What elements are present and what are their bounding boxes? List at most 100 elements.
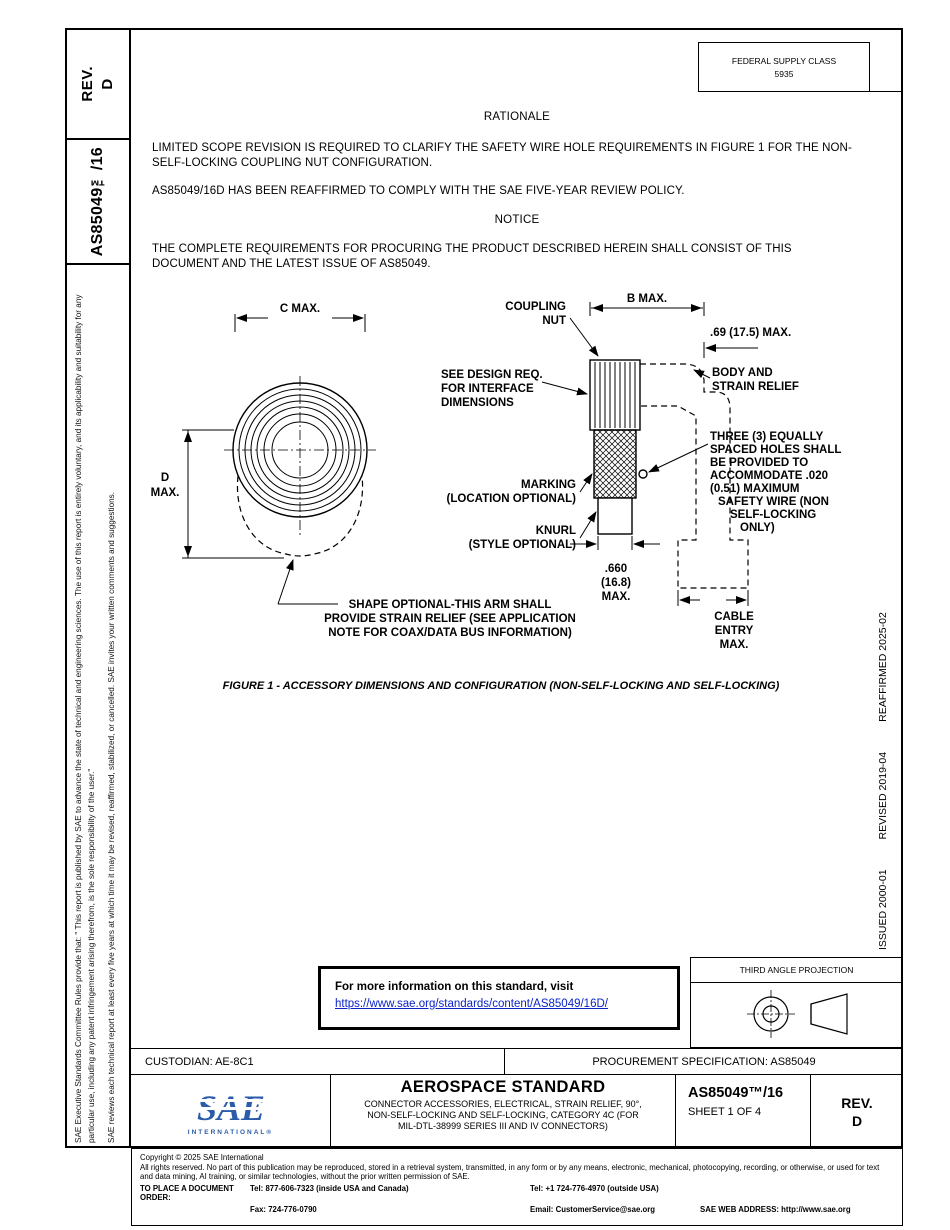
label-b-max: B MAX. xyxy=(627,293,667,305)
sidebar-disclaimer-inner: SAE reviews each technical report at lea… xyxy=(107,491,116,1143)
knurl-section xyxy=(593,429,637,499)
fsc-label: FEDERAL SUPPLY CLASS xyxy=(731,55,837,66)
dim-cable-entry: CABLE ENTRY MAX. xyxy=(677,590,754,651)
svg-text:PROVIDE STRAIN RELIEF (SEE APP: PROVIDE STRAIN RELIEF (SEE APPLICATION xyxy=(324,613,576,625)
rev-value: D xyxy=(99,78,116,90)
info-box-text: For more information on this standard, v… xyxy=(335,981,574,993)
doc-number-box: AS85049™/16 xyxy=(65,138,131,265)
svg-text:NUT: NUT xyxy=(542,315,566,327)
title-block: SAE INTERNATIONAL® AEROSPACE STANDARD CO… xyxy=(131,1075,903,1148)
third-angle-symbol-drawing xyxy=(746,990,848,1038)
tel-inside: Tel: 877-606-7323 (inside USA and Canada… xyxy=(250,1183,409,1193)
revision-box: REV.D xyxy=(65,28,131,140)
doc-type-cell: AEROSPACE STANDARD CONNECTOR ACCESSORIES… xyxy=(331,1075,676,1148)
dim-c-max: C MAX. xyxy=(234,303,366,332)
revision-vertical-text: REV.D xyxy=(78,66,118,102)
order-row-1: TO PLACE A DOCUMENT ORDER: Tel: 877-606-… xyxy=(140,1184,894,1203)
email-address: Email: CustomerService@sae.org xyxy=(530,1204,656,1214)
third-angle-projection-label: THIRD ANGLE PROJECTION xyxy=(691,958,902,983)
sae-logo-cell: SAE INTERNATIONAL® xyxy=(131,1075,331,1148)
custodian-row: CUSTODIAN: AE-8C1 PROCUREMENT SPECIFICAT… xyxy=(131,1048,903,1075)
label-marking: MARKING (LOCATION OPTIONAL) xyxy=(447,473,593,505)
revision-history-vertical: ISSUED 2000-01 REVISED 2019-04 REAFFIRME… xyxy=(877,610,893,950)
label-body-strain-relief: BODY AND STRAIN RELIEF xyxy=(693,367,799,393)
doc-title-text: CONNECTOR ACCESSORIES, ELECTRICAL, STRAI… xyxy=(364,1099,642,1131)
body-strain-relief-outline xyxy=(640,363,749,589)
figure-caption: FIGURE 1 - ACCESSORY DIMENSIONS AND CONF… xyxy=(222,680,780,692)
svg-text:.660: .660 xyxy=(605,563,627,575)
label-c-max: C MAX. xyxy=(280,303,320,315)
label-design-req: SEE DESIGN REQ. FOR INTERFACE DIMENSIONS xyxy=(441,369,588,409)
rationale-para-2: AS85049/16D HAS BEEN REAFFIRMED TO COMPL… xyxy=(152,185,685,197)
dim-69: .69 (17.5) MAX. xyxy=(703,327,791,358)
svg-text:SAFETY WIRE (NON: SAFETY WIRE (NON xyxy=(718,496,829,508)
doc-number-vertical-text: AS85049™/16 xyxy=(89,146,106,257)
sae-logo-icon: SAE xyxy=(184,1088,277,1128)
svg-text:CABLE: CABLE xyxy=(714,611,754,623)
label-d-max: MAX. xyxy=(151,487,180,499)
svg-text:SEE DESIGN REQ.: SEE DESIGN REQ. xyxy=(441,369,543,381)
procurement-spec-cell: PROCUREMENT SPECIFICATION: AS85049 xyxy=(592,1055,816,1068)
rev-label: REV. xyxy=(79,66,96,102)
label-knurl: KNURL (STYLE OPTIONAL) xyxy=(469,511,597,551)
revised-date: REVISED 2019-04 xyxy=(877,751,889,840)
svg-text:DIMENSIONS: DIMENSIONS xyxy=(441,397,514,409)
standard-url-link[interactable]: https://www.sae.org/standards/content/AS… xyxy=(335,998,608,1010)
lower-collar xyxy=(597,497,633,535)
order-label: TO PLACE A DOCUMENT ORDER: xyxy=(140,1183,234,1203)
svg-text:COUPLING: COUPLING xyxy=(505,301,566,313)
notice-heading: NOTICE xyxy=(494,214,540,226)
web-address: SAE WEB ADDRESS: http://www.sae.org xyxy=(700,1204,851,1214)
svg-text:(16.8): (16.8) xyxy=(601,577,631,589)
fsc-value: 5935 xyxy=(774,68,794,79)
svg-text:SPACED HOLES SHALL: SPACED HOLES SHALL xyxy=(710,444,841,456)
third-angle-projection-box: THIRD ANGLE PROJECTION xyxy=(690,957,903,1048)
copyright-line: Copyright © 2025 SAE International xyxy=(140,1153,264,1162)
copyright-block: Copyright © 2025 SAE International All r… xyxy=(131,1148,903,1226)
svg-text:THREE (3) EQUALLY: THREE (3) EQUALLY xyxy=(710,431,824,443)
figure-1-drawing: C MAX. D MAX. B MAX. .69 xyxy=(151,293,842,651)
svg-text:(STYLE OPTIONAL): (STYLE OPTIONAL) xyxy=(469,539,577,551)
label-shape-optional: SHAPE OPTIONAL-THIS ARM SHALL PROVIDE ST… xyxy=(277,559,576,639)
sae-logo-subtext: INTERNATIONAL® xyxy=(187,1128,274,1136)
safety-wire-hole xyxy=(638,469,648,479)
issued-date: ISSUED 2000-01 xyxy=(877,869,889,950)
svg-text:ONLY): ONLY) xyxy=(740,522,775,534)
third-angle-symbol xyxy=(691,983,902,1045)
svg-text:STRAIN RELIEF: STRAIN RELIEF xyxy=(712,381,799,393)
notice-para: THE COMPLETE REQUIREMENTS FOR PROCURING … xyxy=(152,243,792,270)
fax-number: Fax: 724-776-0790 xyxy=(250,1204,317,1214)
svg-text:FOR INTERFACE: FOR INTERFACE xyxy=(441,383,534,395)
rationale-heading: RATIONALE xyxy=(483,111,551,123)
dim-b-max: B MAX. xyxy=(589,293,705,316)
fsc-extension-line xyxy=(868,90,903,92)
sidebar-strip xyxy=(65,263,131,1148)
doc-type-heading: AEROSPACE STANDARD xyxy=(400,1078,606,1096)
sheet-number: SHEET 1 OF 4 xyxy=(688,1106,762,1118)
dim-660: .660 (16.8) MAX. xyxy=(570,536,660,603)
svg-text:ACCOMMODATE .020: ACCOMMODATE .020 xyxy=(710,470,828,482)
order-row-2: Fax: 724-776-0790 Email: CustomerService… xyxy=(140,1205,894,1215)
svg-text:SELF-LOCKING: SELF-LOCKING xyxy=(730,509,816,521)
label-69-max: .69 (17.5) MAX. xyxy=(710,327,791,339)
dim-d-max: D MAX. xyxy=(151,429,284,559)
reaffirmed-date: REAFFIRMED 2025-02 xyxy=(877,612,889,722)
svg-text:KNURL: KNURL xyxy=(536,525,576,537)
svg-text:(LOCATION OPTIONAL): (LOCATION OPTIONAL) xyxy=(447,493,577,505)
svg-text:MAX.: MAX. xyxy=(602,591,631,603)
rights-text: All rights reserved. No part of this pub… xyxy=(140,1162,880,1182)
svg-text:BE PROVIDED TO: BE PROVIDED TO xyxy=(710,457,808,469)
doc-number-cell: AS85049™/16 SHEET 1 OF 4 xyxy=(676,1075,811,1148)
rev-cell-label: REV. xyxy=(841,1094,873,1111)
label-safety-wire-holes: THREE (3) EQUALLY SPACED HOLES SHALL BE … xyxy=(648,431,841,534)
rev-cell-value: D xyxy=(851,1112,863,1129)
side-view xyxy=(589,359,749,589)
rev-cell: REV. D xyxy=(811,1075,903,1148)
custodian-cell: CUSTODIAN: AE-8C1 xyxy=(131,1049,505,1074)
info-box: For more information on this standard, v… xyxy=(318,966,680,1030)
sidebar-disclaimer-outer: SAE Executive Standards Committee Rules … xyxy=(74,294,96,1144)
svg-text:BODY AND: BODY AND xyxy=(712,367,773,379)
svg-text:MARKING: MARKING xyxy=(521,479,576,491)
optional-arm-outline xyxy=(236,475,364,557)
rationale-para-1: LIMITED SCOPE REVISION IS REQUIRED TO CL… xyxy=(152,142,852,169)
